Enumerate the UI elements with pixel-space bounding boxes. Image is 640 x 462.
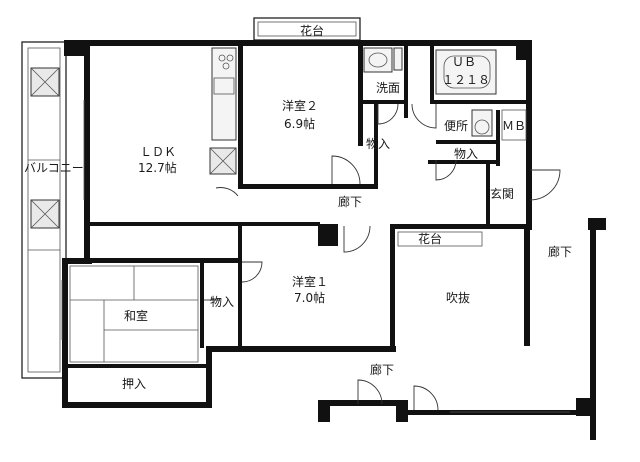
corridor-middle-label: 廊下 [338,194,362,209]
tatami-mats [69,265,199,363]
japanese-room-label: 和室 [124,308,148,323]
balcony-area [21,41,67,379]
drain-cross-icon-bottom [30,199,60,229]
entrance-label: 玄関 [490,186,514,201]
storage-western-2-label: 物入 [366,137,390,151]
storage-toilet-label: 物入 [454,147,478,161]
western-room-2-size: 6.9帖 [284,116,315,131]
western-room-2-label: 洋室２ [282,98,318,113]
toilet-label: 便所 [444,119,468,133]
western-room-1-size: 7.0帖 [294,290,325,305]
washroom-label: 洗面 [376,81,400,95]
doors [204,103,561,411]
unit-bath-size: １２１８ [442,73,490,87]
closet-label: 押入 [122,377,146,391]
ldk-size: 12.7帖 [138,160,177,175]
corridor-right-label: 廊下 [548,244,572,259]
western-room-1-label: 洋室１ [292,274,328,289]
balcony-label: バルコニー [24,161,84,175]
void-label: 吹抜 [446,291,470,305]
kitchen-counter [209,47,237,175]
windows [61,100,570,413]
flower-box-mid-label: 花台 [418,231,442,246]
drain-cross-icon-top [30,67,60,97]
corridor-bottom-label: 廊下 [370,362,394,377]
flower-box-top-label: 花台 [300,23,324,38]
storage-middle-label: 物入 [210,295,234,309]
unit-bath-label: ＵＢ [452,55,476,69]
bath-fixtures [363,47,527,141]
meter-box-label: ＭＢ [502,119,526,133]
ldk-label: ＬＤＫ [140,145,176,159]
walls [62,40,606,440]
flower-box-mid [397,231,483,247]
